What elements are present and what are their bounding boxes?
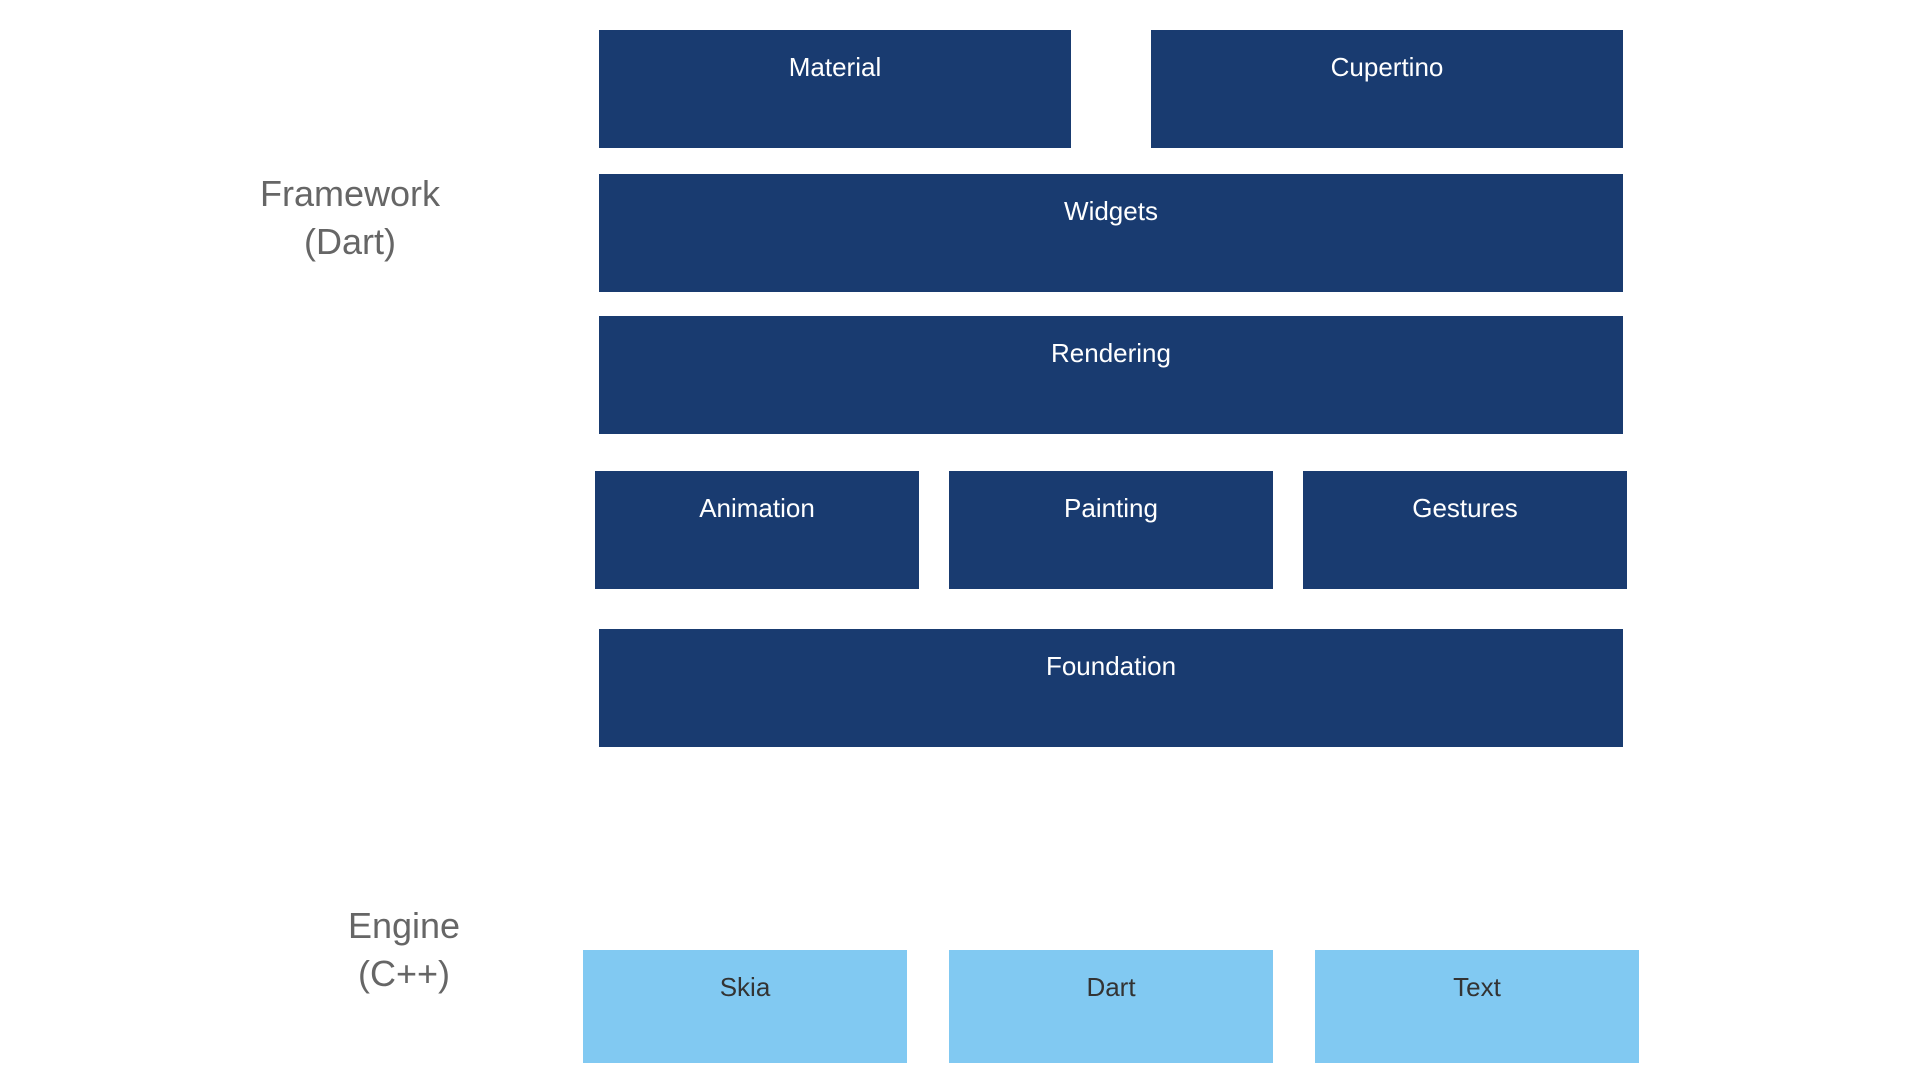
foundation-box: Foundation	[599, 629, 1623, 747]
widgets-box: Widgets	[599, 174, 1623, 292]
rendering-box: Rendering	[599, 316, 1623, 434]
text-box: Text	[1315, 950, 1639, 1063]
skia-label: Skia	[719, 972, 771, 1002]
painting-label: Painting	[1064, 493, 1158, 523]
foundation-label: Foundation	[1045, 651, 1177, 681]
framework-label-line2: (Dart)	[304, 221, 396, 262]
engine-layer-label: Engine (C++)	[264, 902, 544, 998]
engine-label-line2: (C++)	[357, 953, 451, 994]
skia-box: Skia	[583, 950, 907, 1063]
material-label: Material	[788, 52, 882, 82]
animation-box: Animation	[595, 471, 919, 589]
engine-label-line1: Engine	[347, 905, 461, 946]
dart-box: Dart	[949, 950, 1273, 1063]
gestures-label: Gestures	[1412, 493, 1518, 523]
text-label: Text	[1453, 972, 1501, 1002]
framework-layer-label: Framework (Dart)	[210, 170, 490, 266]
animation-label: Animation	[699, 493, 815, 523]
gestures-box: Gestures	[1303, 471, 1627, 589]
painting-box: Painting	[949, 471, 1273, 589]
cupertino-box: Cupertino	[1151, 30, 1623, 148]
rendering-label: Rendering	[1051, 338, 1171, 368]
dart-label: Dart	[1086, 972, 1136, 1002]
cupertino-label: Cupertino	[1330, 52, 1444, 82]
widgets-label: Widgets	[1064, 196, 1158, 226]
material-box: Material	[599, 30, 1071, 148]
framework-label-line1: Framework	[259, 173, 441, 214]
